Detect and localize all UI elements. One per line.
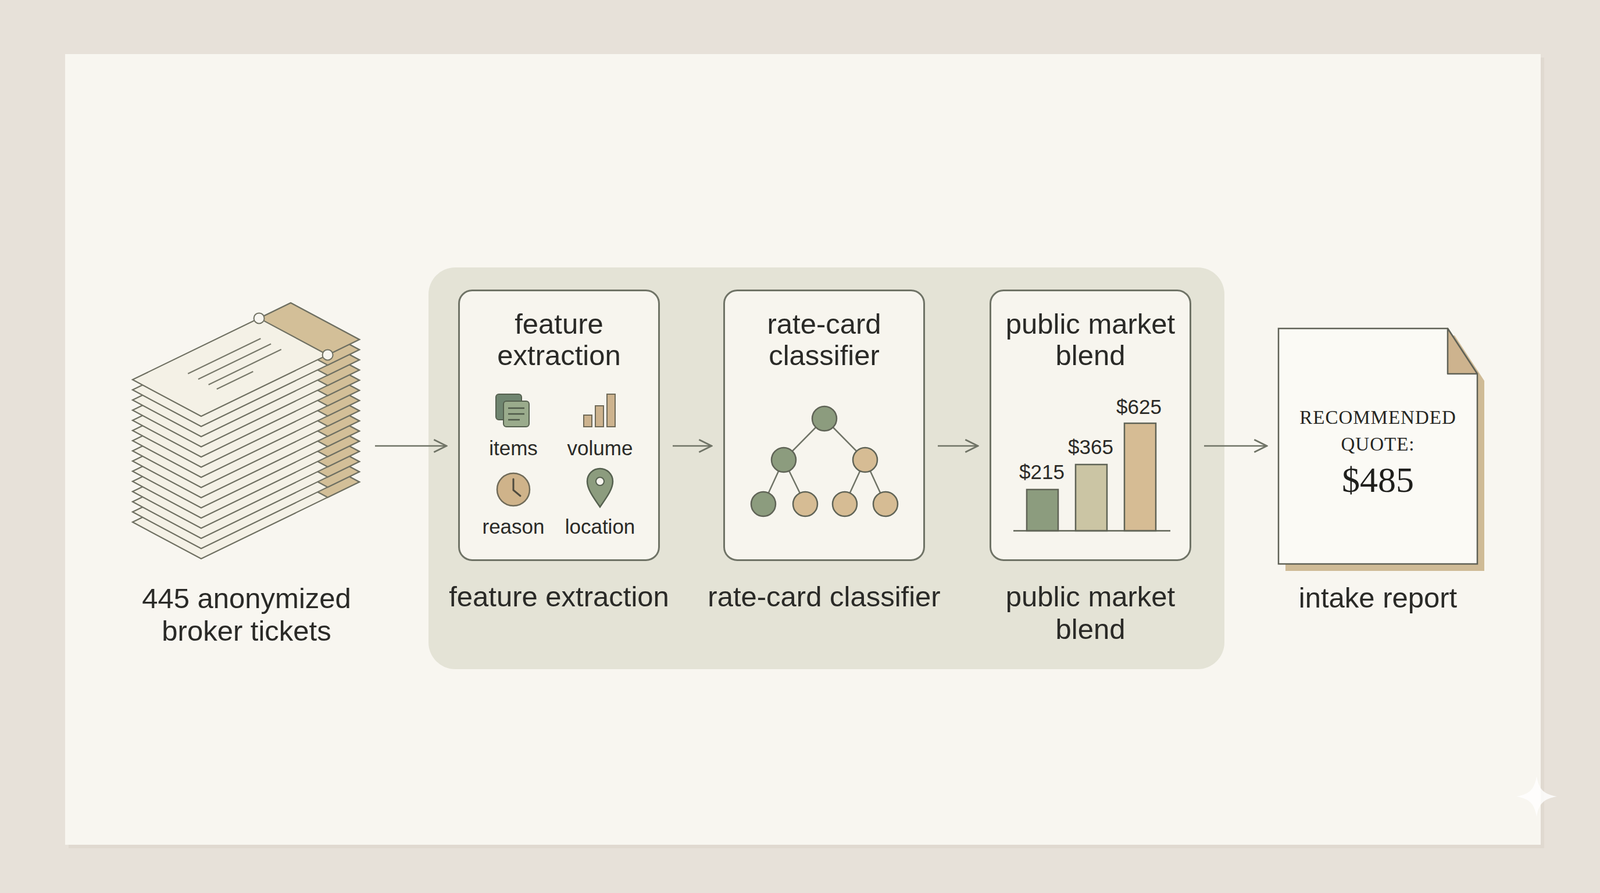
pin-icon — [587, 468, 613, 507]
bar-baseline — [1013, 530, 1171, 532]
caption: public market blend — [968, 580, 1213, 646]
icon-label: reason — [481, 515, 545, 539]
document-fold — [1447, 328, 1478, 374]
clock-icon — [497, 473, 530, 506]
ticket — [132, 302, 360, 417]
bar-chart — [1013, 423, 1171, 531]
card — [65, 54, 1541, 845]
caption: 445 anonymized broker tickets — [107, 581, 386, 648]
tree-node — [832, 491, 857, 517]
ticket-line — [198, 344, 271, 380]
icon-label: volume — [567, 437, 634, 460]
flow-arrow — [1204, 445, 1267, 448]
tree-node — [852, 447, 878, 473]
box-fill — [458, 289, 660, 562]
document-page — [1278, 328, 1478, 564]
pin-hole — [595, 477, 605, 486]
pipeline-panel — [428, 267, 1225, 670]
ticket-line — [216, 371, 254, 389]
report-document — [1278, 328, 1485, 571]
sparkle-mark — [1516, 776, 1557, 817]
report-document-node: RECOMMENDED QUOTE:$485intake report — [1278, 328, 1478, 564]
quote-amount: $485 — [1290, 459, 1466, 500]
ticket-line — [208, 349, 282, 385]
ticket-stub — [259, 302, 360, 355]
tree-node — [751, 491, 776, 517]
items-icon-front — [503, 401, 530, 427]
tree-node — [771, 447, 796, 473]
flow-arrow — [672, 445, 712, 448]
clock-face — [497, 473, 530, 506]
volume-bar — [583, 415, 592, 427]
clock-hands — [513, 479, 521, 496]
tree-node — [873, 491, 898, 517]
process-box: public market blendpublic market blend — [989, 289, 1192, 562]
ticket-stack-node: 445 anonymized broker tickets — [130, 302, 363, 562]
bar-value: $215 — [1019, 461, 1065, 484]
tree-node — [793, 491, 818, 517]
bar — [1124, 423, 1156, 531]
ticket-notch — [254, 312, 265, 324]
caption: intake report — [1255, 581, 1501, 614]
items-icon-lines — [508, 408, 525, 420]
bar-value: $365 — [1068, 436, 1114, 459]
volume-icon — [583, 394, 616, 427]
volume-bar — [606, 394, 616, 427]
box-fill — [723, 289, 925, 562]
box-title: feature extraction — [468, 308, 650, 372]
items-icon — [495, 394, 530, 427]
quote-heading: RECOMMENDED QUOTE: — [1290, 404, 1466, 458]
box-title: public market blend — [999, 308, 1182, 372]
ticket-notch — [322, 349, 334, 360]
icon-label: location — [565, 515, 636, 539]
caption: feature extraction — [436, 580, 682, 613]
bar-value: $625 — [1116, 395, 1162, 419]
box-fill — [989, 289, 1192, 562]
flow-arrow — [375, 445, 447, 448]
pin-shape — [587, 468, 613, 507]
volume-bar — [595, 405, 604, 427]
bar — [1026, 489, 1059, 531]
flow-arrow — [937, 445, 978, 448]
tree-nodes — [751, 406, 898, 517]
icon-label: items — [488, 437, 538, 460]
tree-node — [812, 406, 837, 431]
process-box: rate-card classifierrate-card classifier — [723, 289, 925, 562]
caption: rate-card classifier — [701, 580, 947, 613]
box-title: rate-card classifier — [733, 308, 916, 372]
bar — [1075, 464, 1107, 531]
ticket-stack — [132, 302, 360, 559]
ticket-line — [187, 338, 261, 374]
